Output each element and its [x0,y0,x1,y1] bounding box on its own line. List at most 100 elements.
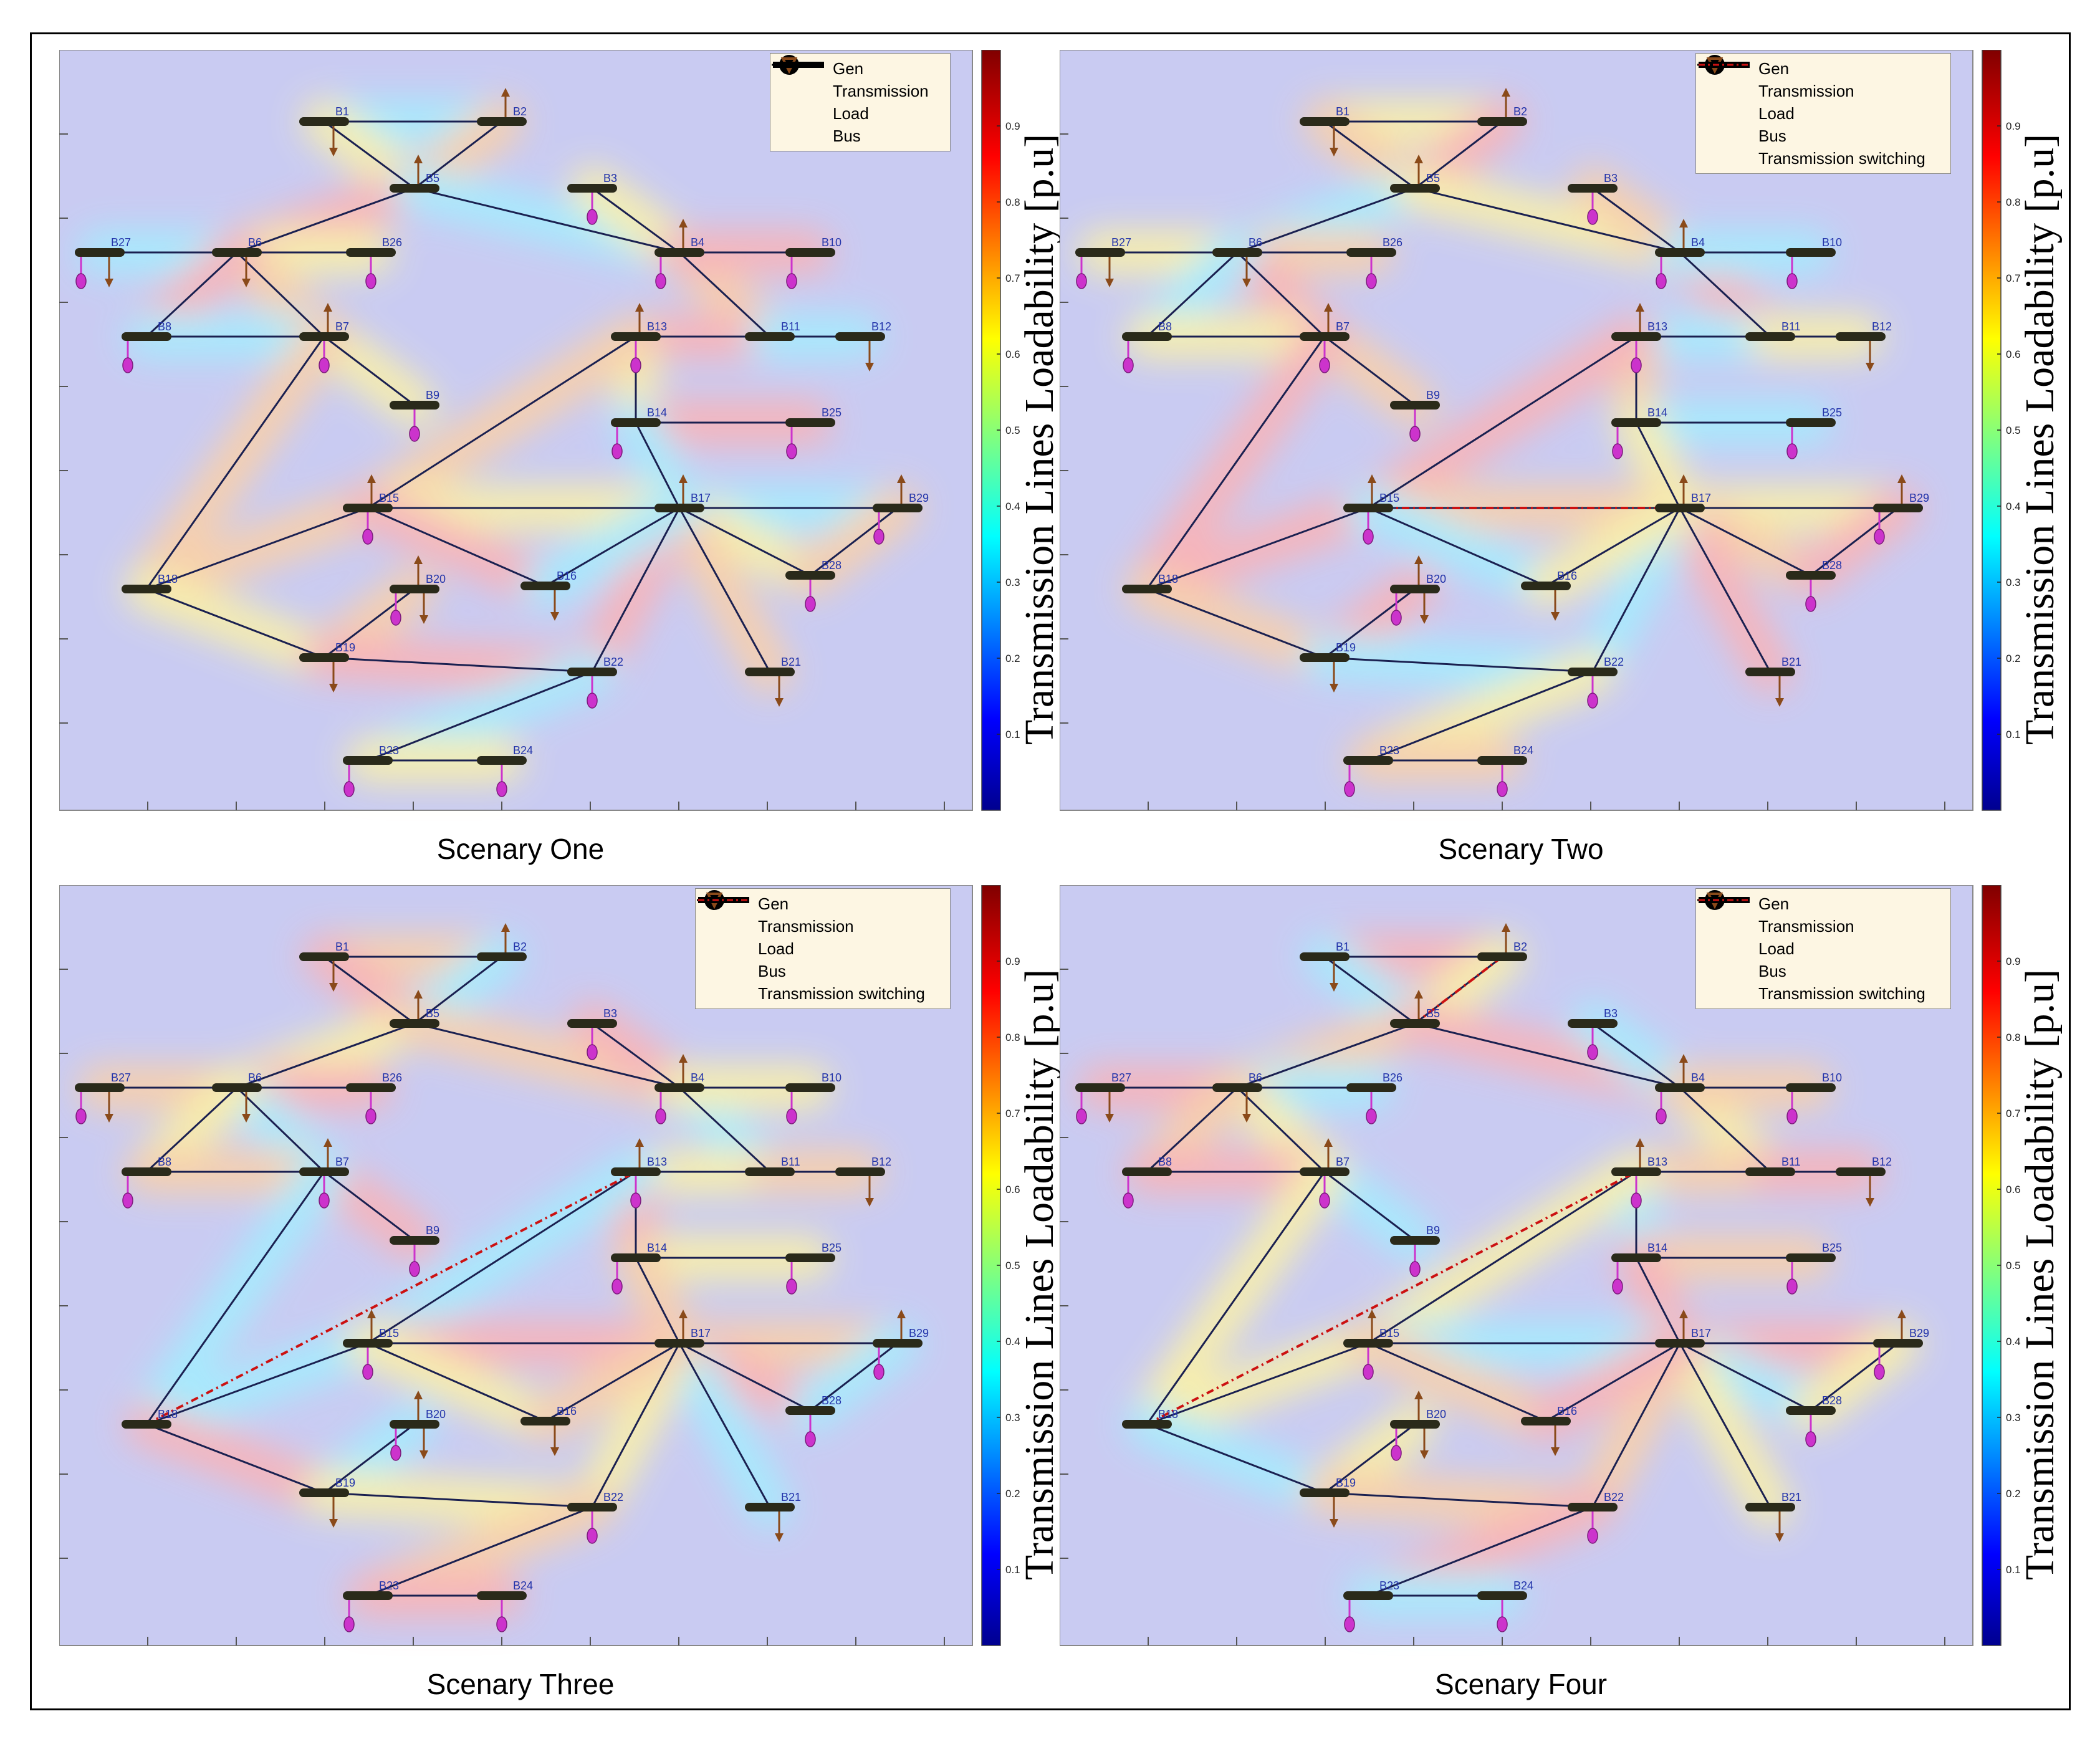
bus-label: B14 [647,1242,667,1254]
transmission-line-B4-B11 [1679,1086,1772,1173]
bus-bar-b25 [1786,418,1836,427]
colorbar-tick-label: 0.5 [1005,424,1020,436]
legend-label: Gen [1758,894,1790,913]
bus-bar-b8 [1122,332,1172,341]
bus-label: B5 [1426,1007,1440,1020]
legend-item-load: Load [702,893,944,960]
transmission-line-B1-B5 [324,120,415,189]
bus-label: B4 [691,1071,704,1084]
bus-label: B23 [379,744,399,757]
bus-bar-b17 [1655,1339,1705,1348]
transmission-line-B15-B18 [1146,507,1369,590]
bus-bar-b22 [1568,668,1618,676]
bus-bar-b16 [520,1417,570,1425]
colorbar-tick-label: 0.2 [1005,1488,1020,1500]
bus-label: B10 [822,1071,841,1084]
transmission-line-B5-B6 [1237,187,1416,254]
transmission-line-B19-B22 [324,656,593,673]
bus-bar-b18 [122,1420,171,1429]
bus-label: B22 [1604,1491,1624,1503]
legend-item-load: Load [777,57,944,125]
colorbar-tick-label: 0.6 [1005,1184,1020,1195]
bus-legend-icon [1699,62,1758,147]
transmission-line-B17-B21 [678,1343,771,1508]
bus-bar-b4 [654,1083,704,1092]
transmission-line-B17-B22 [591,1343,681,1508]
bus-bar-b25 [1786,1253,1836,1262]
bus-label: B18 [1158,573,1178,585]
bus-bar-b3 [567,184,617,193]
colorbar-tick-label: 0.7 [1005,1108,1020,1119]
switching-legend-icon [1699,64,1758,170]
bus-bar-b1 [1300,952,1350,961]
bus-label: B7 [335,320,349,333]
transmission-line-B19-B20 [1324,1423,1416,1494]
bus-label: B29 [1909,1327,1929,1339]
bus-label: B14 [647,406,667,419]
bus-bar-b16 [520,582,570,590]
bus-label: B11 [781,1156,800,1168]
bus-label: B9 [1426,389,1440,401]
transmission-line-B19-B22 [1324,656,1593,673]
legend-label: Load [758,939,794,958]
bus-label: B15 [379,1327,399,1339]
transmission-line-B19-B20 [1324,588,1416,659]
transmission-line-B4-B11 [678,251,771,338]
legend-label: Transmission [833,81,929,100]
bus-label: B21 [1781,656,1801,668]
bus-bar-b22 [567,668,617,676]
bus-label: B9 [426,1224,439,1237]
legend-item-bus: Bus [773,62,944,147]
bus-label: B8 [158,320,171,333]
colorbar-tick-label: 0.5 [2006,424,2021,436]
transmission-line-B19-B20 [324,1423,415,1494]
bus-label: B15 [1379,492,1399,504]
bus-label: B9 [1426,1224,1440,1237]
legend-label: Bus [1758,961,1786,980]
transmission-line-B15-B18 [146,1342,368,1425]
legend-label: Gen [1758,59,1790,78]
bus-label: B28 [822,559,841,572]
load-legend-icon [702,893,758,960]
bus-bar-b6 [212,248,262,257]
colorbar-tick-label: 0.3 [1005,577,1020,588]
bus-bar-b15 [1343,1339,1393,1348]
bus-bar-b2 [1477,117,1527,126]
colorbar-tick-label: 0.5 [1005,1260,1020,1272]
bus-bar-b1 [299,117,349,126]
bus-bar-b2 [1477,952,1527,961]
transmission-line-B1-B5 [1324,956,1416,1025]
bus-bar-b11 [1745,332,1795,341]
transmission-line-B19-B22 [1324,1492,1593,1508]
transmission-line-B22-B23 [1368,1506,1593,1597]
bus-bar-b20 [390,585,439,593]
bus-bar-b10 [1786,248,1836,257]
transmission-line-B17-B21 [1679,507,1772,673]
legend-item-switching: Transmission switching [1699,64,1944,170]
bus-bar-b1 [299,952,349,961]
bus-bar-b25 [785,1253,835,1262]
bus-label: B25 [822,406,841,419]
bus-bar-b10 [1786,1083,1836,1092]
transmission-line-B6-B7 [1236,251,1326,338]
bus-label: B19 [1336,641,1356,654]
transmission-line-B5-B4 [1414,1022,1680,1089]
bus-bar-b6 [212,1083,262,1092]
bus-label: B17 [691,1327,711,1339]
bus-bar-b18 [1122,585,1172,593]
transmission-line-B7-B9 [1324,1171,1416,1242]
bus-label: B24 [1513,744,1533,757]
bus-bar-b15 [1343,504,1393,512]
transmission-line-B19-B20 [324,588,415,659]
bus-bar-b27 [75,248,125,257]
bus-label: B27 [111,1071,131,1084]
transmission-line-B14-B17 [1635,422,1681,509]
transmission-line-B6-B8 [145,251,238,338]
panel-caption: Scenary Four [1434,1668,1608,1700]
bus-bar-b29 [873,1339,923,1348]
bus-bar-b3 [567,1019,617,1028]
bus-label: B26 [1383,236,1402,249]
transmission-line-B5-B6 [236,1022,415,1089]
bus-bar-b12 [1836,332,1886,341]
